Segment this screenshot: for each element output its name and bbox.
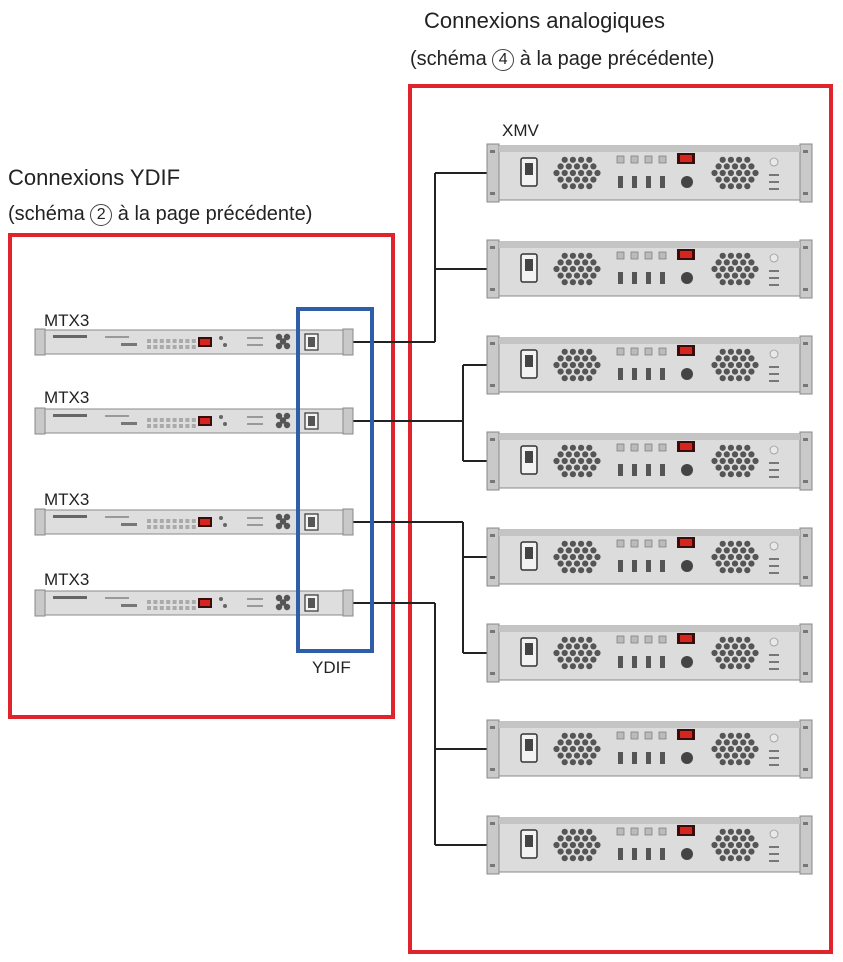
analog-cable-4: [353, 602, 499, 846]
analog-section-subtitle: (schéma 4 à la page précédente): [410, 47, 714, 71]
mtx3-processor-2: [34, 407, 354, 435]
ydif-section-subtitle: (schéma 2 à la page précédente): [8, 202, 312, 226]
analog-diagram-number-circle: 4: [492, 49, 515, 71]
mtx3-processor-4: [34, 589, 354, 617]
fan-grille-icon: [553, 828, 601, 862]
analog-subtitle-prefix: (schéma: [410, 48, 493, 70]
fan-grille-icon: [553, 348, 601, 382]
mtx-label-2: MTX3: [44, 388, 90, 407]
ydif-diagram-number-circle: 2: [90, 204, 113, 226]
ydif-section-title: Connexions YDIF: [8, 165, 181, 190]
analog-cable-1: [353, 172, 499, 343]
xmv-amplifier-8: [486, 815, 813, 875]
analog-cable-3: [353, 521, 499, 654]
mtx3-processor-1: [34, 328, 354, 356]
fan-grille-icon: [553, 252, 601, 286]
ydif-diagram-number: 2: [96, 206, 106, 223]
fan-grille-icon: [711, 444, 759, 478]
xmv-amplifier-1: [486, 143, 813, 203]
analog-cable-2: [353, 364, 499, 462]
xmv-amplifier-5: [486, 527, 813, 587]
ydif-bus-label: YDIF: [312, 658, 351, 677]
ydif-group-border: [8, 233, 395, 719]
mtx3-processor-3: [34, 508, 354, 536]
analog-subtitle-suffix: à la page précédente): [514, 48, 715, 70]
fan-grille-icon: [711, 540, 759, 574]
xmv-amplifier-3: [486, 335, 813, 395]
xmv-amplifier-2: [486, 239, 813, 299]
fan-grille-icon: [711, 156, 759, 190]
xmv-amplifier-7: [486, 719, 813, 779]
xmv-amplifier-4: [486, 431, 813, 491]
fan-grille-icon: [553, 636, 601, 670]
mtx-label-3: MTX3: [44, 490, 90, 509]
mtx-label-1: MTX3: [44, 311, 90, 330]
fan-grille-icon: [553, 444, 601, 478]
fan-grille-icon: [711, 636, 759, 670]
xmv-amplifier-6: [486, 623, 813, 683]
xmv-label: XMV: [502, 121, 539, 140]
ydif-subtitle-suffix: à la page précédente): [112, 203, 313, 225]
mtx-label-4: MTX3: [44, 570, 90, 589]
fan-grille-icon: [553, 540, 601, 574]
ydif-subtitle-prefix: (schéma: [8, 203, 91, 225]
analog-diagram-number: 4: [498, 51, 508, 68]
analog-group-border: [408, 84, 833, 954]
fan-grille-icon: [553, 156, 601, 190]
fan-grille-icon: [711, 828, 759, 862]
fan-grille-icon: [711, 252, 759, 286]
fan-grille-icon: [711, 348, 759, 382]
fan-grille-icon: [553, 732, 601, 766]
ydif-bus-loop: [296, 307, 374, 653]
fan-grille-icon: [711, 732, 759, 766]
analog-section-title: Connexions analogiques: [424, 8, 665, 33]
